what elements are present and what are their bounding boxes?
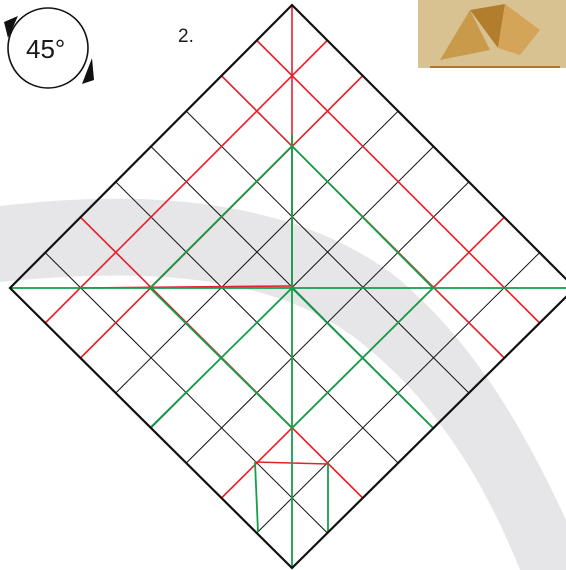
rotation-angle-label: 45° xyxy=(26,34,65,65)
step-number: 2. xyxy=(178,26,194,48)
folded-model-photo xyxy=(418,0,566,68)
background-swoosh xyxy=(0,199,566,570)
mountain-fold-line xyxy=(255,462,258,532)
